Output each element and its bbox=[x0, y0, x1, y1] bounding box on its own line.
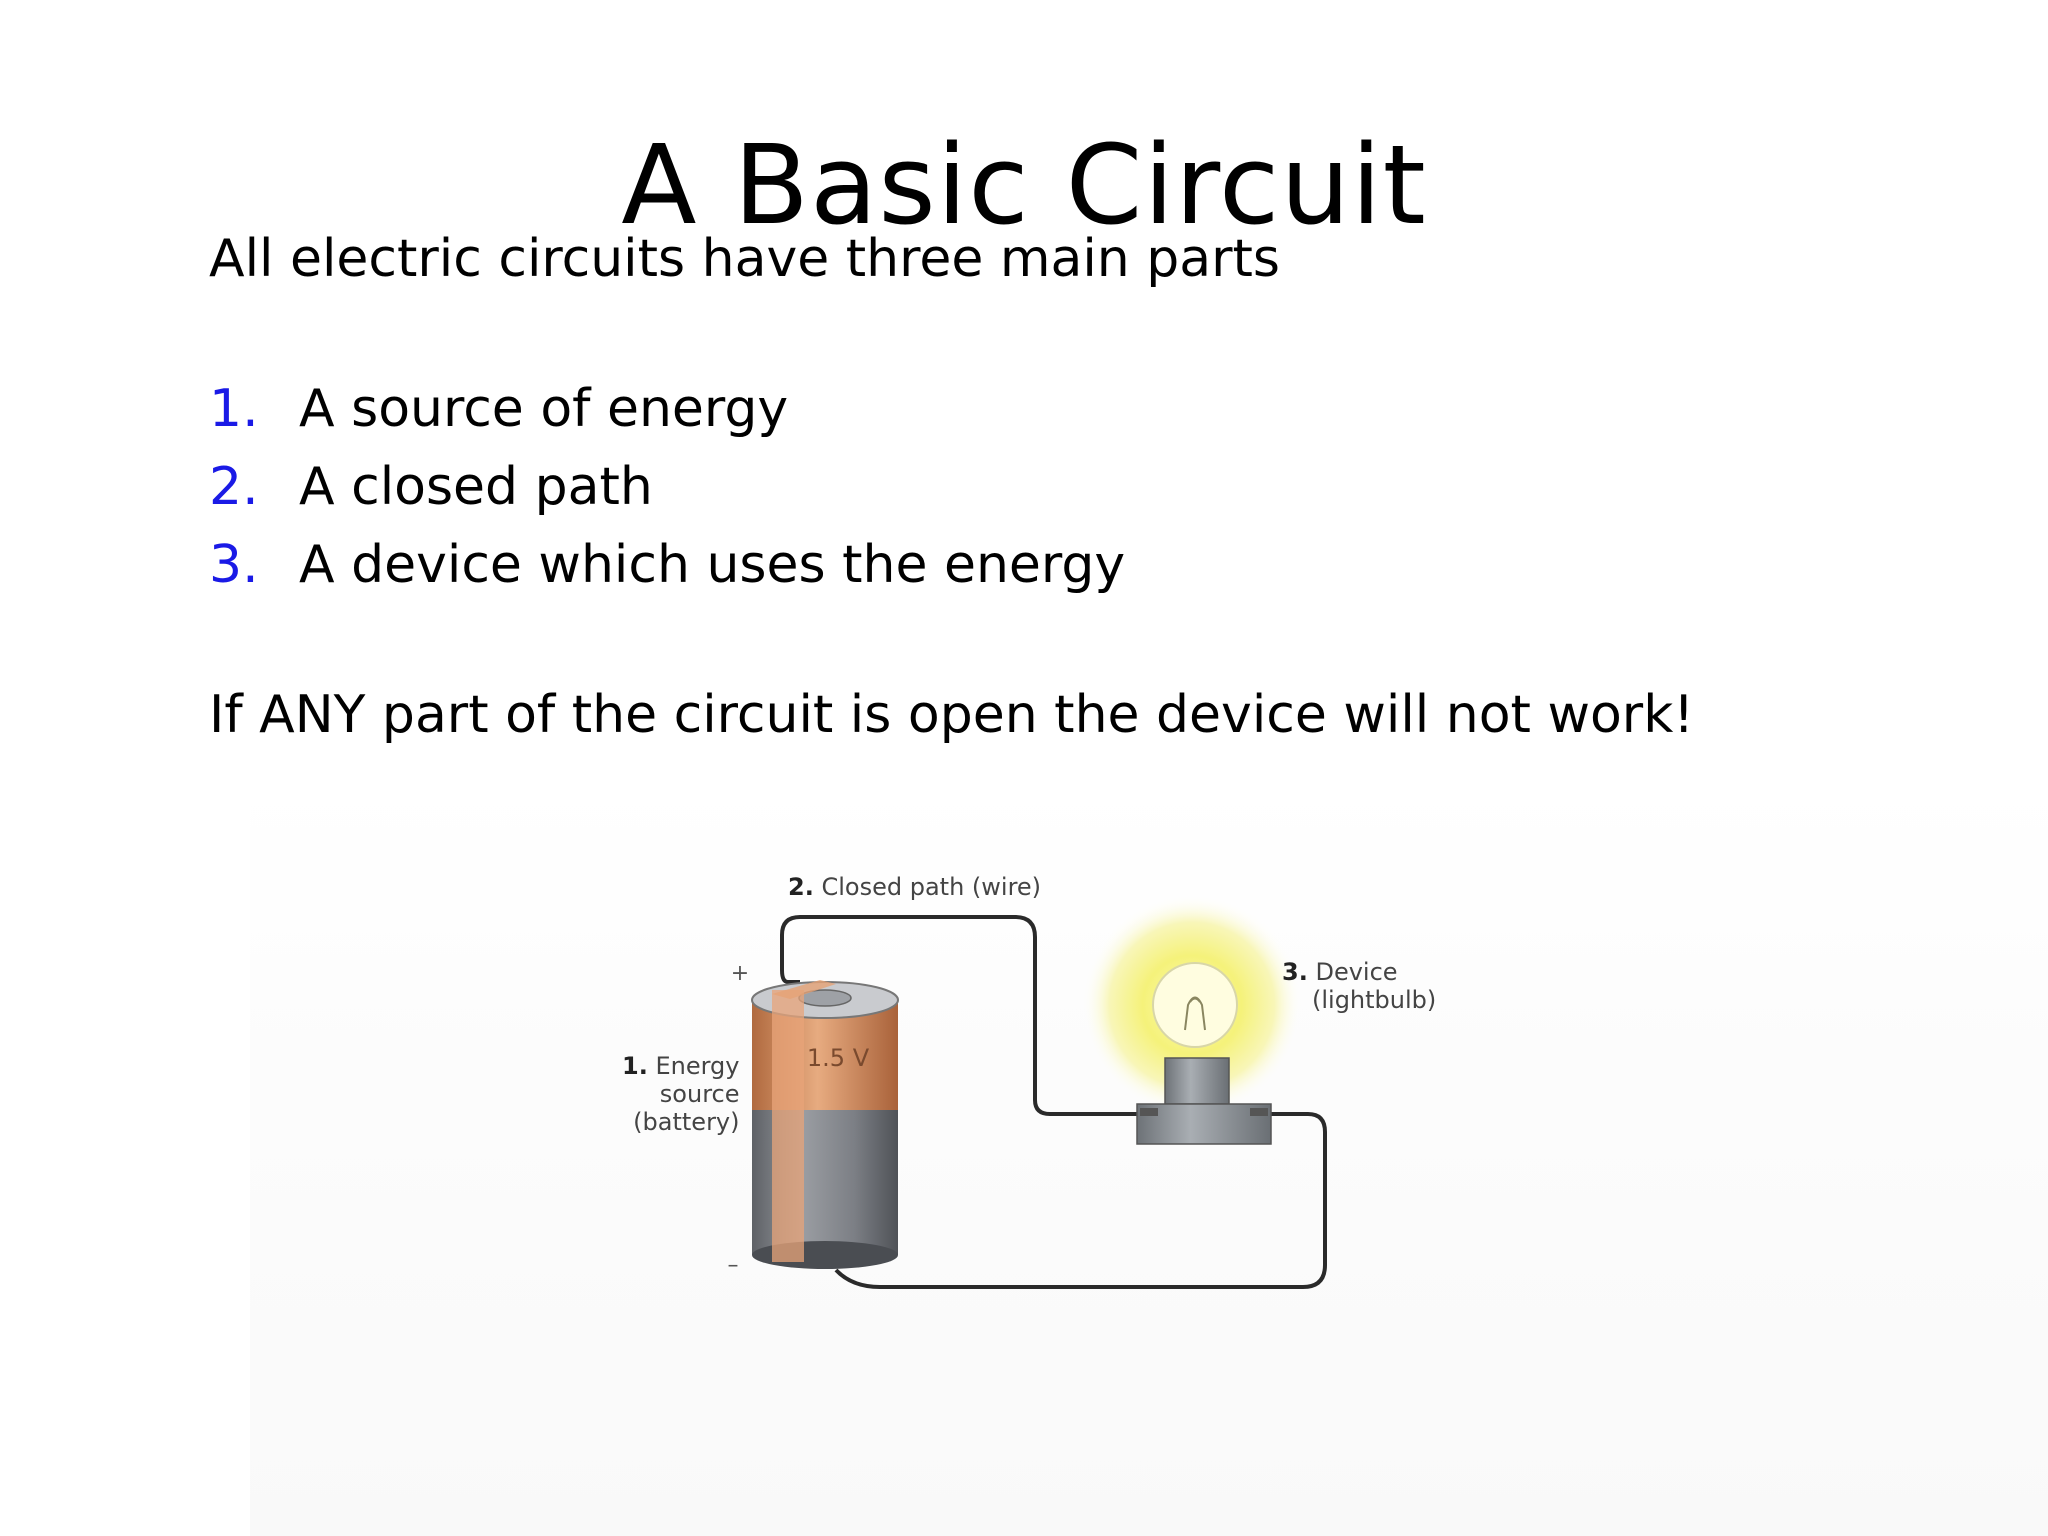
slide-title: A Basic Circuit bbox=[621, 121, 1427, 249]
list-text: A device which uses the energy bbox=[299, 535, 1126, 595]
parts-list: 1. A source of energy 2. A closed path 3… bbox=[209, 370, 1125, 604]
list-text: A closed path bbox=[299, 457, 653, 517]
battery-label-line1: Energy bbox=[655, 1052, 740, 1080]
wire-label-text: Closed path (wire) bbox=[821, 873, 1042, 901]
battery-icon bbox=[751, 980, 899, 1269]
battery-label-line2: source bbox=[659, 1080, 740, 1108]
battery-label-line3: (battery) bbox=[633, 1108, 740, 1136]
wire-bottom bbox=[834, 1112, 1327, 1289]
list-item: 1. A source of energy bbox=[209, 370, 1125, 448]
device-label-line2: (lightbulb) bbox=[1312, 986, 1437, 1014]
list-item: 3. A device which uses the energy bbox=[209, 526, 1125, 604]
list-number: 3. bbox=[209, 535, 259, 595]
plus-sign: + bbox=[731, 961, 749, 986]
list-text: A source of energy bbox=[299, 379, 789, 439]
wire-top bbox=[780, 915, 1150, 1116]
wire-label: 2. Closed path (wire) bbox=[788, 873, 1041, 901]
battery-label: 1. Energy source (battery) bbox=[622, 1052, 740, 1136]
device-label-line1: Device bbox=[1315, 958, 1398, 986]
warning-text: If ANY part of the circuit is open the d… bbox=[209, 685, 1695, 745]
device-label-number: 3. bbox=[1282, 958, 1308, 986]
device-label: 3. Device (lightbulb) bbox=[1282, 958, 1436, 1014]
list-number: 2. bbox=[209, 457, 259, 517]
intro-text: All electric circuits have three main pa… bbox=[209, 229, 1281, 289]
list-number: 1. bbox=[209, 379, 259, 439]
wire-label-number: 2. bbox=[788, 873, 814, 901]
list-item: 2. A closed path bbox=[209, 448, 1125, 526]
battery-voltage: 1.5 V bbox=[807, 1044, 870, 1072]
lightbulb-icon bbox=[1136, 962, 1272, 1145]
minus-sign: – bbox=[728, 1253, 739, 1278]
battery-label-number: 1. bbox=[622, 1052, 648, 1080]
